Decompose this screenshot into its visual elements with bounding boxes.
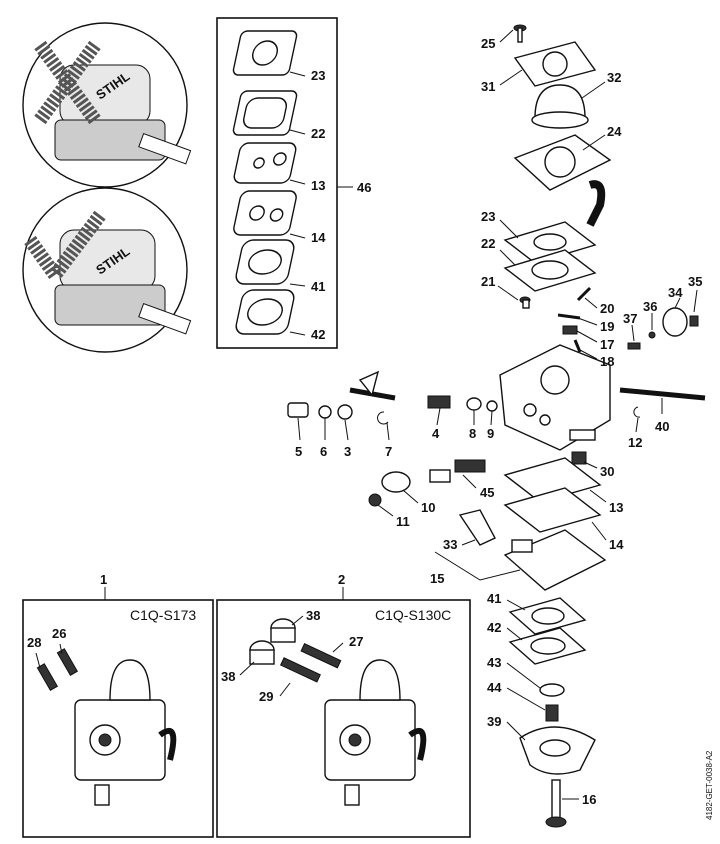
label-26: 26 xyxy=(52,626,66,641)
label-29: 29 xyxy=(259,689,273,704)
label-14-right: 14 xyxy=(609,537,624,552)
label-15: 15 xyxy=(430,571,444,586)
label-43: 43 xyxy=(487,655,501,670)
leader-lines xyxy=(297,29,698,800)
label-12: 12 xyxy=(628,435,642,450)
label-42-right: 42 xyxy=(487,620,501,635)
label-38-bottom: 38 xyxy=(221,669,235,684)
correct-orientation-illustration: STIHL xyxy=(22,187,192,353)
model-left: C1Q-S173 xyxy=(130,607,196,623)
label-35: 35 xyxy=(688,274,702,289)
gasket-kit-box xyxy=(216,17,338,349)
label-44: 44 xyxy=(487,680,502,695)
label-28: 28 xyxy=(27,635,41,650)
label-36: 36 xyxy=(643,299,657,314)
label-21: 21 xyxy=(481,274,495,289)
label-10: 10 xyxy=(421,500,435,515)
label-6: 6 xyxy=(320,444,327,459)
x-mark-icon xyxy=(34,40,101,125)
label-42: 42 xyxy=(311,327,325,342)
label-39: 39 xyxy=(487,714,501,729)
label-16: 16 xyxy=(582,792,596,807)
label-1: 1 xyxy=(100,572,107,587)
label-4: 4 xyxy=(432,426,440,441)
label-22: 22 xyxy=(311,126,325,141)
label-41: 41 xyxy=(311,279,325,294)
label-30: 30 xyxy=(600,464,614,479)
carburetor-exploded-view xyxy=(287,24,706,828)
incorrect-orientation-illustration: STIHL xyxy=(22,22,192,188)
label-5: 5 xyxy=(295,444,302,459)
label-38-top: 38 xyxy=(306,608,320,623)
label-24: 24 xyxy=(607,124,622,139)
label-32: 32 xyxy=(607,70,621,85)
label-33: 33 xyxy=(443,537,457,552)
label-46: 46 xyxy=(357,180,371,195)
label-17: 17 xyxy=(600,337,614,352)
label-11: 11 xyxy=(396,514,410,529)
model-right: C1Q-S130C xyxy=(375,607,451,623)
label-40: 40 xyxy=(655,419,669,434)
label-22-right: 22 xyxy=(481,236,495,251)
label-25: 25 xyxy=(481,36,495,51)
label-31: 31 xyxy=(481,79,495,94)
variant-2-box xyxy=(216,587,471,838)
gasket-set xyxy=(232,30,298,335)
label-37: 37 xyxy=(623,311,637,326)
label-19: 19 xyxy=(600,319,614,334)
label-14: 14 xyxy=(311,230,326,245)
label-34: 34 xyxy=(668,285,683,300)
label-20: 20 xyxy=(600,301,614,316)
label-18: 18 xyxy=(600,354,614,369)
kit-leader-lines xyxy=(289,71,353,336)
label-9: 9 xyxy=(487,426,494,441)
drawing-code: 4182-GET-0038-A2 xyxy=(705,750,714,820)
variant-1-box xyxy=(22,587,214,838)
label-23-right: 23 xyxy=(481,209,495,224)
label-2: 2 xyxy=(338,572,345,587)
label-8: 8 xyxy=(469,426,476,441)
label-7: 7 xyxy=(385,444,392,459)
callout-labels: 23 22 13 14 41 42 46 25 31 32 24 23 22 2… xyxy=(27,36,714,820)
label-13-right: 13 xyxy=(609,500,623,515)
label-23: 23 xyxy=(311,68,325,83)
label-13: 13 xyxy=(311,178,325,193)
label-3: 3 xyxy=(344,444,351,459)
label-45: 45 xyxy=(480,485,494,500)
label-27: 27 xyxy=(349,634,363,649)
label-41-right: 41 xyxy=(487,591,501,606)
